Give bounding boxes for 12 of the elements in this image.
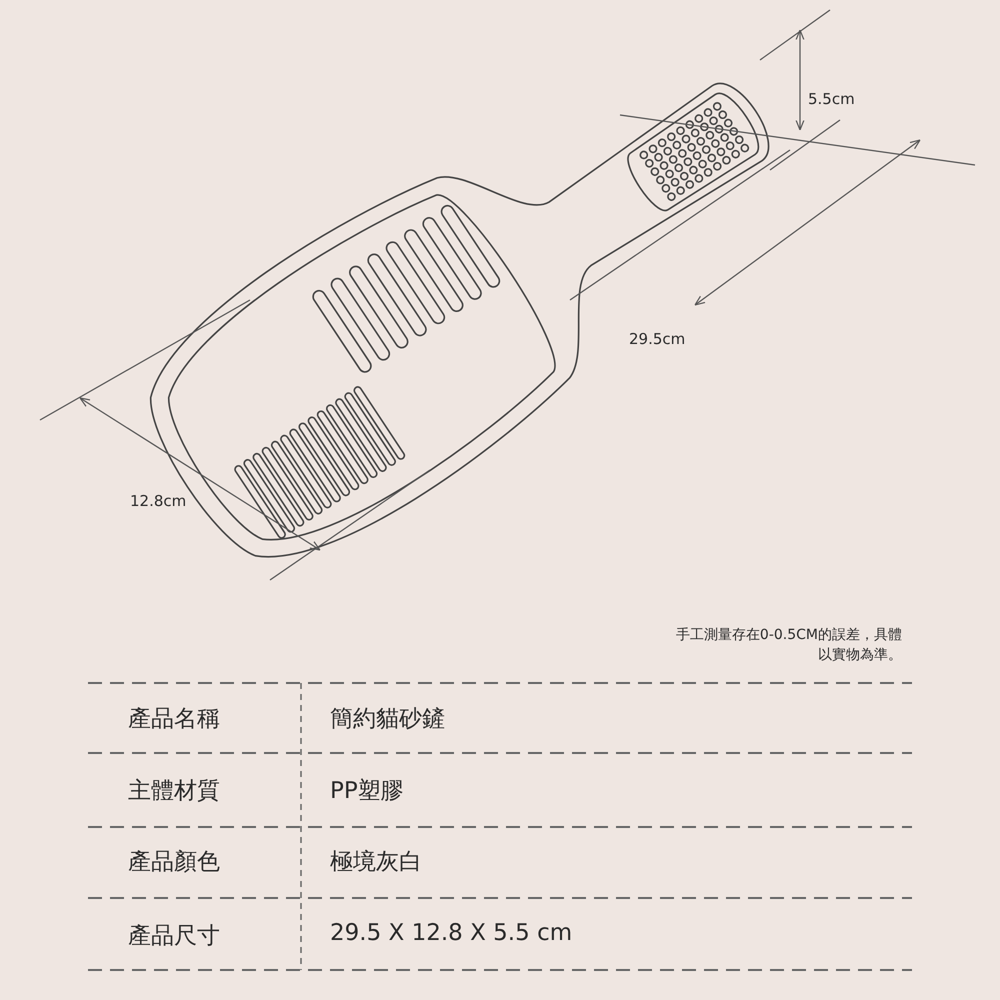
dimension-label: 12.8cm: [130, 492, 186, 510]
row-header: 主體材質: [128, 777, 220, 806]
row-value: 極境灰白: [330, 848, 422, 877]
row-value: 簡約貓砂鏟: [330, 705, 445, 734]
row-value: 29.5 X 12.8 X 5.5 cm: [330, 920, 572, 946]
dimension-label: 29.5cm: [629, 330, 686, 348]
measurement-note: 手工測量存在0-0.5CM的誤差，具體以實物為準。: [674, 626, 902, 665]
row-header: 產品尺寸: [128, 922, 220, 951]
row-value: PP塑膠: [330, 777, 404, 806]
row-header: 產品名稱: [128, 705, 220, 734]
dimension-label: 5.5cm: [808, 90, 855, 108]
row-header: 產品顏色: [128, 848, 220, 877]
